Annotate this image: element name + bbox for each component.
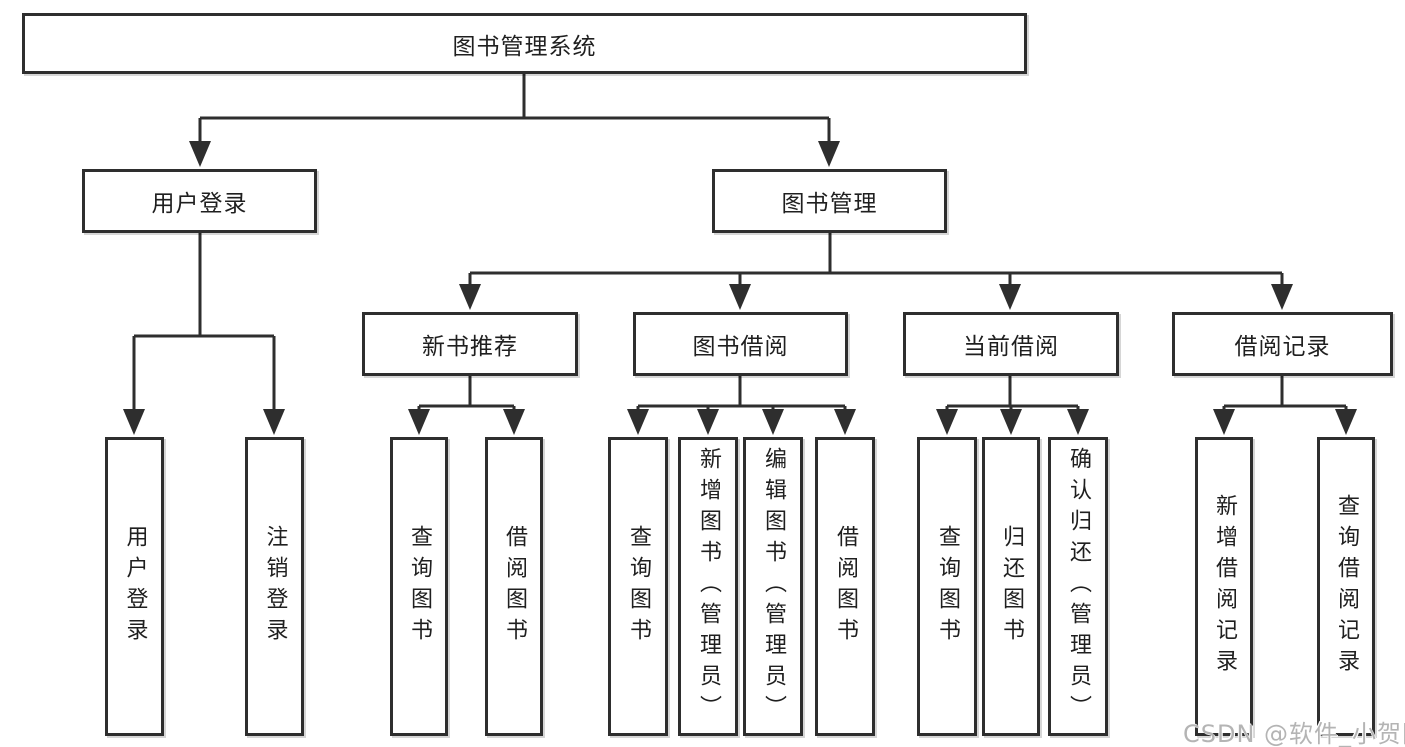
arrow-icon xyxy=(263,409,285,435)
node-label: 图书借阅 xyxy=(692,334,789,360)
leaf-user-login: 用户登录 xyxy=(105,437,164,736)
node-label: 归还图书 xyxy=(999,524,1024,649)
node-label: 借阅图书 xyxy=(833,524,858,649)
arrow-icon xyxy=(762,409,784,435)
node-label: 用户登录 xyxy=(151,191,248,217)
node-label: 新书推荐 xyxy=(422,334,518,360)
node-label: 用户登录 xyxy=(122,524,148,649)
leaf-current-query: 查询图书 xyxy=(917,437,977,736)
leaf-records-query: 查询借阅记录 xyxy=(1317,437,1375,736)
node-library-system: 图书管理系统 xyxy=(22,13,1027,74)
node-label: 新增借阅记录 xyxy=(1212,493,1237,680)
node-label: 编辑图书（管理员） xyxy=(761,447,786,726)
arrow-icon xyxy=(123,409,145,435)
arrow-icon xyxy=(503,409,525,435)
arrow-icon xyxy=(627,409,649,435)
arrow-icon xyxy=(729,284,751,310)
node-label: 查询借阅记录 xyxy=(1334,493,1359,680)
node-label: 查询图书 xyxy=(626,524,651,649)
leaf-borrowing-borrow: 借阅图书 xyxy=(815,437,875,736)
node-current-borrowing: 当前借阅 xyxy=(903,312,1119,376)
node-label: 确认归还（管理员） xyxy=(1066,447,1091,726)
leaf-borrowing-edit-admin: 编辑图书（管理员） xyxy=(743,437,803,736)
leaf-current-confirm-return-admin: 确认归还（管理员） xyxy=(1048,437,1108,736)
leaf-borrowing-query: 查询图书 xyxy=(608,437,668,736)
node-label: 图书管理系统 xyxy=(452,33,597,60)
arrow-icon xyxy=(1335,409,1357,435)
arrow-icon xyxy=(1000,409,1022,435)
arrow-icon xyxy=(189,141,211,167)
leaf-newbooks-borrow: 借阅图书 xyxy=(485,437,543,736)
arrow-icon xyxy=(818,141,840,167)
arrow-icon xyxy=(1271,284,1293,310)
node-label: 注销登录 xyxy=(262,524,288,649)
arrow-icon xyxy=(1213,409,1235,435)
node-label: 当前借阅 xyxy=(963,334,1059,360)
node-book-borrowing: 图书借阅 xyxy=(633,312,848,376)
node-label: 图书管理 xyxy=(781,191,878,217)
node-label: 借阅记录 xyxy=(1234,334,1331,360)
csdn-watermark: CSDN @软件_小贺同学 xyxy=(1183,720,1405,747)
leaf-current-return: 归还图书 xyxy=(982,437,1040,736)
arrow-icon xyxy=(999,284,1021,310)
node-book-management: 图书管理 xyxy=(712,169,947,233)
leaf-newbooks-query: 查询图书 xyxy=(390,437,448,736)
node-label: 新增图书（管理员） xyxy=(696,447,721,726)
node-borrow-records: 借阅记录 xyxy=(1172,312,1393,376)
node-new-books: 新书推荐 xyxy=(362,312,578,376)
arrow-icon xyxy=(1067,409,1089,435)
node-label: 查询图书 xyxy=(935,524,960,649)
node-user-login: 用户登录 xyxy=(82,169,317,233)
arrow-icon xyxy=(936,409,958,435)
leaf-borrowing-add-admin: 新增图书（管理员） xyxy=(678,437,738,736)
arrow-icon xyxy=(697,409,719,435)
node-label: 借阅图书 xyxy=(502,524,527,649)
node-label: 查询图书 xyxy=(407,524,432,649)
arrow-icon xyxy=(459,284,481,310)
leaf-logout: 注销登录 xyxy=(245,437,304,736)
arrow-icon xyxy=(408,409,430,435)
leaf-records-add: 新增借阅记录 xyxy=(1195,437,1253,736)
arrow-icon xyxy=(834,409,856,435)
